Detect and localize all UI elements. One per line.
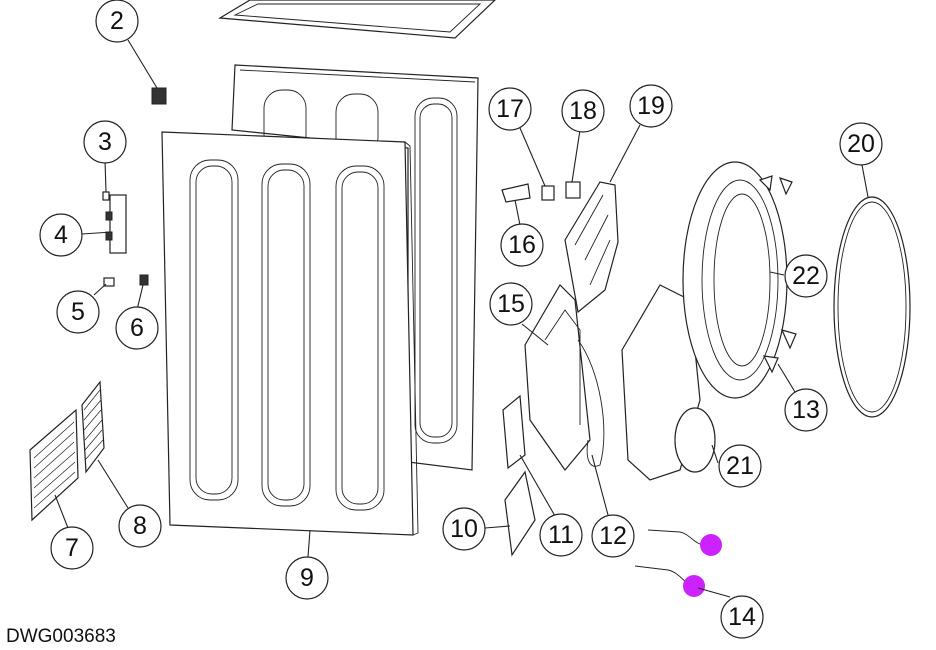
svg-text:3: 3 <box>98 128 112 156</box>
clip-part-3[interactable] <box>102 191 110 201</box>
foot-part-6[interactable] <box>139 274 149 286</box>
upper-grille-part-8[interactable] <box>81 380 105 474</box>
svg-text:6: 6 <box>130 314 144 342</box>
gasket-part-12[interactable] <box>577 339 605 467</box>
drum-bracket-part-13[interactable] <box>758 175 797 374</box>
drawing-number: DWG003683 <box>6 626 116 647</box>
lower-grille-part-7[interactable] <box>29 408 79 522</box>
svg-text:13: 13 <box>792 396 820 424</box>
sensor-wire-part-14b[interactable] <box>634 565 705 597</box>
highlight-dot <box>683 575 705 597</box>
bracket-part-2[interactable] <box>151 87 167 105</box>
svg-text:11: 11 <box>548 521 574 549</box>
screw-part-5[interactable] <box>103 277 115 287</box>
callout-3[interactable]: 3 <box>83 120 127 164</box>
callout-9[interactable]: 9 <box>285 556 329 600</box>
svg-text:21: 21 <box>726 452 754 480</box>
latch-part-17[interactable] <box>541 185 555 201</box>
callout-5[interactable]: 5 <box>56 290 100 334</box>
callout-10[interactable]: 10 <box>442 507 486 551</box>
callout-2[interactable]: 2 <box>95 0 139 43</box>
callout-11[interactable]: 11 <box>539 513 583 557</box>
filter-housing-part-10[interactable] <box>504 470 536 557</box>
callout-14[interactable]: 14 <box>720 595 764 639</box>
svg-text:2: 2 <box>110 7 124 35</box>
svg-text:22: 22 <box>792 262 820 290</box>
svg-text:8: 8 <box>133 512 147 540</box>
svg-text:18: 18 <box>569 97 597 125</box>
hinge-part-16[interactable] <box>501 183 531 203</box>
rear-bulkhead-part-21[interactable] <box>621 284 716 481</box>
callout-8[interactable]: 8 <box>118 504 162 548</box>
svg-text:19: 19 <box>637 92 665 120</box>
svg-text:10: 10 <box>450 515 478 543</box>
svg-text:12: 12 <box>599 522 627 550</box>
svg-text:16: 16 <box>508 231 536 259</box>
callout-22[interactable]: 22 <box>784 254 828 298</box>
callout-16[interactable]: 16 <box>500 223 544 267</box>
lint-duct-part-19[interactable] <box>564 181 619 314</box>
callout-13[interactable]: 13 <box>784 388 828 432</box>
svg-text:4: 4 <box>54 221 68 249</box>
top-panel-part[interactable] <box>218 0 496 39</box>
svg-text:14: 14 <box>728 603 756 631</box>
svg-text:7: 7 <box>65 534 79 562</box>
callout-17[interactable]: 17 <box>488 87 532 131</box>
drum-belt-part-20[interactable] <box>833 196 911 418</box>
callout-7[interactable]: 7 <box>50 526 94 570</box>
svg-text:20: 20 <box>847 130 875 158</box>
front-bulkhead-part-15[interactable] <box>524 284 591 471</box>
drum-front-part-22[interactable] <box>682 161 788 399</box>
leader-lines <box>54 39 869 598</box>
callout-6[interactable]: 6 <box>115 306 159 350</box>
callout-21[interactable]: 21 <box>718 444 762 488</box>
callout-4[interactable]: 4 <box>39 213 83 257</box>
svg-text:17: 17 <box>496 95 524 123</box>
callout-20[interactable]: 20 <box>839 122 883 166</box>
filter-seal-part-11[interactable] <box>502 394 526 470</box>
side-panel-part[interactable] <box>161 131 419 536</box>
svg-text:5: 5 <box>71 298 85 326</box>
callout-12[interactable]: 12 <box>591 514 635 558</box>
sensor-wire-part-14a[interactable] <box>647 529 722 556</box>
svg-text:9: 9 <box>300 564 314 592</box>
callout-18[interactable]: 18 <box>561 89 605 133</box>
strike-part-18[interactable] <box>565 181 581 199</box>
callouts: 2 3 4 5 6 7 8 9 10 11 12 13 14 15 16 17 … <box>39 0 883 639</box>
callout-19[interactable]: 19 <box>629 84 673 128</box>
switch-bracket-part-4[interactable] <box>105 194 127 254</box>
highlight-dot <box>700 534 722 556</box>
callout-15[interactable]: 15 <box>489 282 533 326</box>
svg-text:15: 15 <box>497 290 525 318</box>
